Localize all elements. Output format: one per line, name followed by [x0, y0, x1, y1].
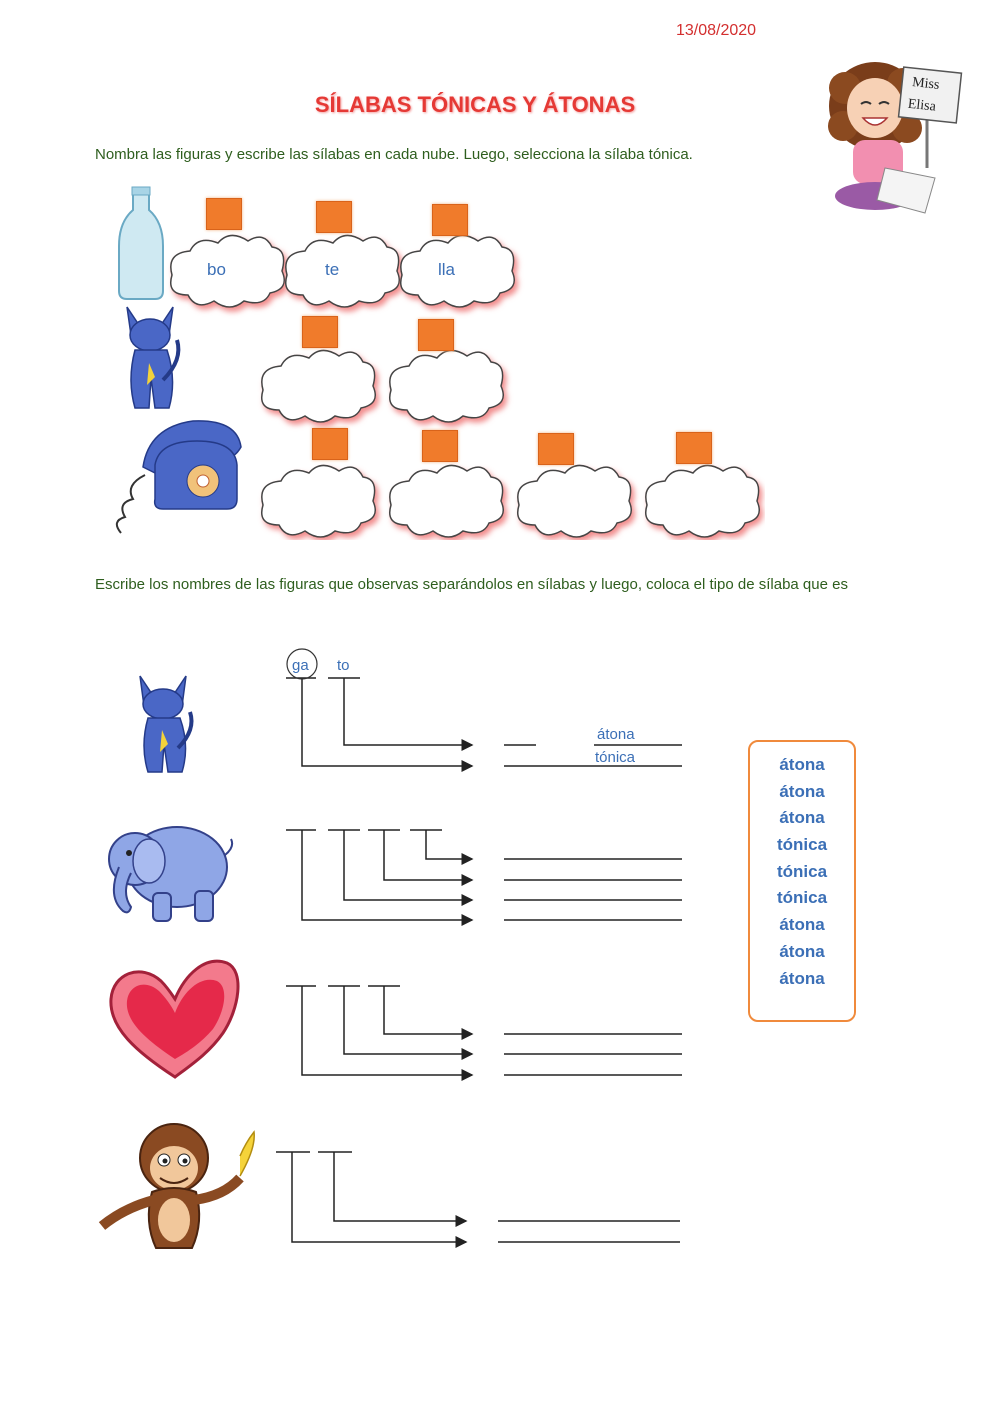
page-title: SÍLABAS TÓNICAS Y ÁTONAS [314, 92, 636, 117]
cloud-text-3: lla [438, 260, 456, 279]
elephant-image [108, 826, 234, 922]
word-bank-item[interactable]: átona [779, 755, 825, 774]
instruction-1: Nombra las figuras y escribe las sílabas… [95, 146, 693, 163]
bottle-image [118, 186, 164, 300]
teacher-sign-line1: Miss [911, 75, 940, 93]
word-bank-item[interactable]: átona [779, 968, 825, 988]
cloud-1 [169, 234, 286, 308]
example-answer-2: tónica [595, 749, 636, 766]
instruction-2: Escribe los nombres de las figuras que o… [95, 576, 848, 593]
monkey-image [98, 1123, 255, 1249]
select-square-3[interactable] [432, 204, 468, 236]
select-square-8[interactable] [538, 433, 574, 465]
heart-image [109, 959, 240, 1079]
cloud-5 [388, 349, 505, 423]
example-syllable-2: to [337, 657, 350, 674]
example-answer-1: átona [597, 726, 635, 743]
cloud-7 [388, 464, 505, 538]
girl-teacher-image: Miss Elisa [828, 62, 963, 214]
select-square-9[interactable] [676, 432, 712, 464]
cloud-9 [644, 464, 761, 538]
syllable-diagrams [276, 648, 682, 1248]
select-square-5[interactable] [418, 319, 454, 351]
word-bank-item[interactable]: tónica [776, 861, 828, 881]
word-bank-item[interactable]: tónica [776, 888, 828, 908]
select-square-2[interactable] [316, 201, 352, 233]
word-bank: átona átona átona tónica tónica tónica á… [748, 740, 856, 1022]
cloud-text-2: te [325, 260, 339, 279]
select-square-4[interactable] [302, 316, 338, 348]
cat-image [139, 675, 194, 773]
word-bank-item[interactable]: átona [779, 781, 825, 801]
word-bank-item[interactable]: átona [779, 915, 825, 935]
cloud-2 [284, 234, 401, 308]
word-bank-item[interactable]: átona [779, 808, 825, 828]
date: 13/08/2020 [676, 22, 757, 39]
cloud-row-1: bo te lla [169, 234, 516, 308]
word-bank-item[interactable]: tónica [776, 835, 828, 855]
telephone-image [115, 420, 242, 534]
select-square-1[interactable] [206, 198, 242, 230]
select-square-7[interactable] [422, 430, 458, 462]
cloud-3 [399, 234, 516, 308]
select-square-6[interactable] [312, 428, 348, 460]
cloud-6 [260, 464, 377, 538]
cloud-exercise: bo te lla [115, 186, 761, 538]
word-bank-item[interactable]: átona [779, 941, 825, 961]
example-syllable-1: ga [292, 657, 309, 674]
cloud-8 [516, 464, 633, 538]
cloud-text-1: bo [207, 260, 226, 279]
cat-image [126, 306, 181, 409]
teacher-sign-line2: Elisa [907, 97, 937, 115]
cloud-4 [260, 349, 377, 423]
